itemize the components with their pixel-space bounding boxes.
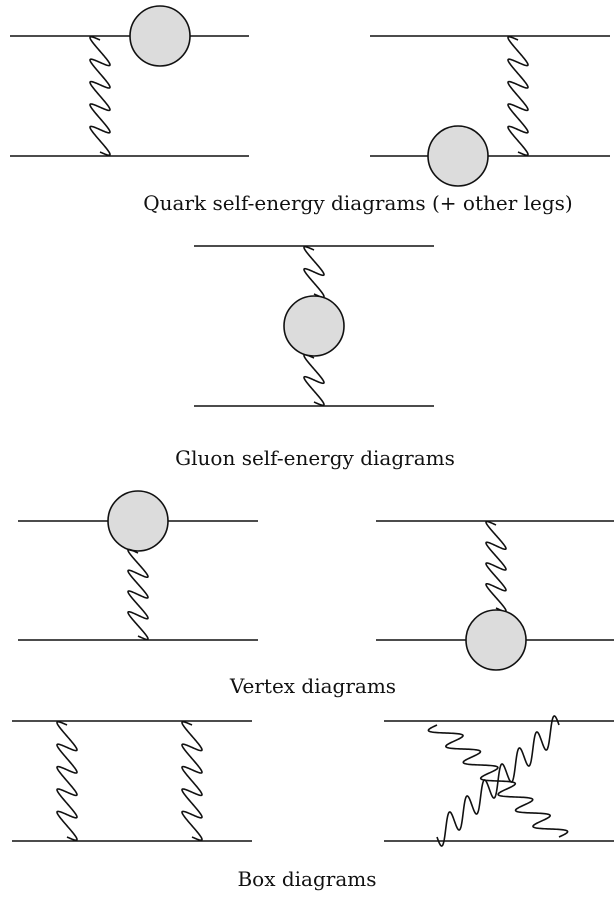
gluon-line (127, 548, 149, 641)
caption-box: Box diagrams (237, 867, 377, 891)
self-energy-blob (427, 125, 489, 187)
gluon-line (181, 720, 203, 842)
gluon-line (485, 520, 507, 613)
gluon-line (89, 35, 111, 157)
caption-vertex: Vertex diagrams (229, 674, 397, 698)
caption-quark-self-energy: Quark self-energy diagrams (+ other legs… (143, 191, 573, 215)
gluon-line (436, 715, 560, 847)
self-energy-blob (283, 295, 345, 357)
caption-gluon-self-energy: Gluon self-energy diagrams (175, 446, 455, 470)
self-energy-blob (129, 5, 191, 67)
gluon-line (303, 353, 325, 407)
self-energy-blob (107, 490, 169, 552)
gluon-line (56, 720, 78, 842)
self-energy-blob (465, 609, 527, 671)
gluon-line (507, 35, 529, 157)
gluon-line (303, 245, 325, 299)
